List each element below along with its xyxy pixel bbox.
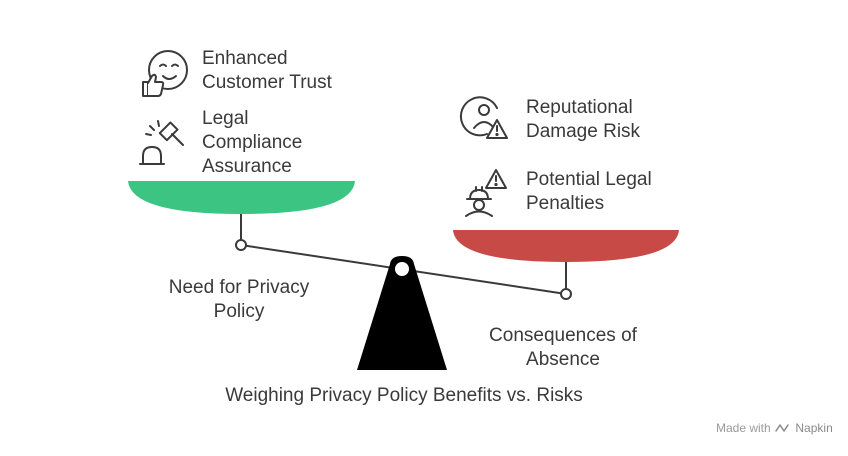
item-text-line2: Customer Trust (202, 72, 332, 93)
left-pivot (235, 239, 247, 251)
item-text-line2: Compliance (202, 132, 303, 153)
fulcrum (357, 256, 447, 370)
person-warning-icon (460, 96, 508, 139)
item-text-line1: Legal (202, 108, 249, 129)
smiling-face-thumbs-up-icon (142, 50, 188, 97)
left-item-legal-compliance: Legal Compliance Assurance (202, 107, 302, 179)
right-item-legal-penalties: Potential Legal Penalties (526, 168, 652, 216)
item-text-line1: Enhanced (202, 48, 288, 69)
item-text-line1: Potential Legal (526, 169, 652, 190)
item-text-line2: Damage Risk (526, 121, 641, 142)
left-item-enhanced-customer-trust: Enhanced Customer Trust (202, 47, 332, 95)
item-text-line1: Reputational (526, 97, 633, 118)
item-text-line2: Penalties (526, 193, 605, 214)
made-with-footer[interactable]: Made with Napkin (716, 421, 833, 435)
gavel-icon (139, 120, 184, 165)
label-line2: Policy (213, 301, 265, 322)
right-pivot (560, 288, 572, 300)
right-pan (453, 230, 679, 262)
label-line2: Absence (526, 349, 600, 370)
judge-warning-icon (465, 169, 507, 217)
item-text-line3: Assurance (202, 156, 292, 177)
fulcrum-pivot (395, 262, 409, 276)
brand-name: Napkin (795, 421, 833, 435)
left-side-label: Need for Privacy Policy (139, 276, 339, 324)
right-item-reputational-damage: Reputational Damage Risk (526, 96, 640, 144)
made-with-text: Made with (716, 421, 771, 435)
label-line1: Need for Privacy (168, 277, 310, 298)
diagram-title: Weighing Privacy Policy Benefits vs. Ris… (225, 385, 583, 406)
napkin-logo-icon (775, 424, 789, 432)
left-pan (128, 181, 355, 214)
label-line1: Consequences of (489, 325, 637, 346)
right-side-label: Consequences of Absence (463, 324, 663, 372)
